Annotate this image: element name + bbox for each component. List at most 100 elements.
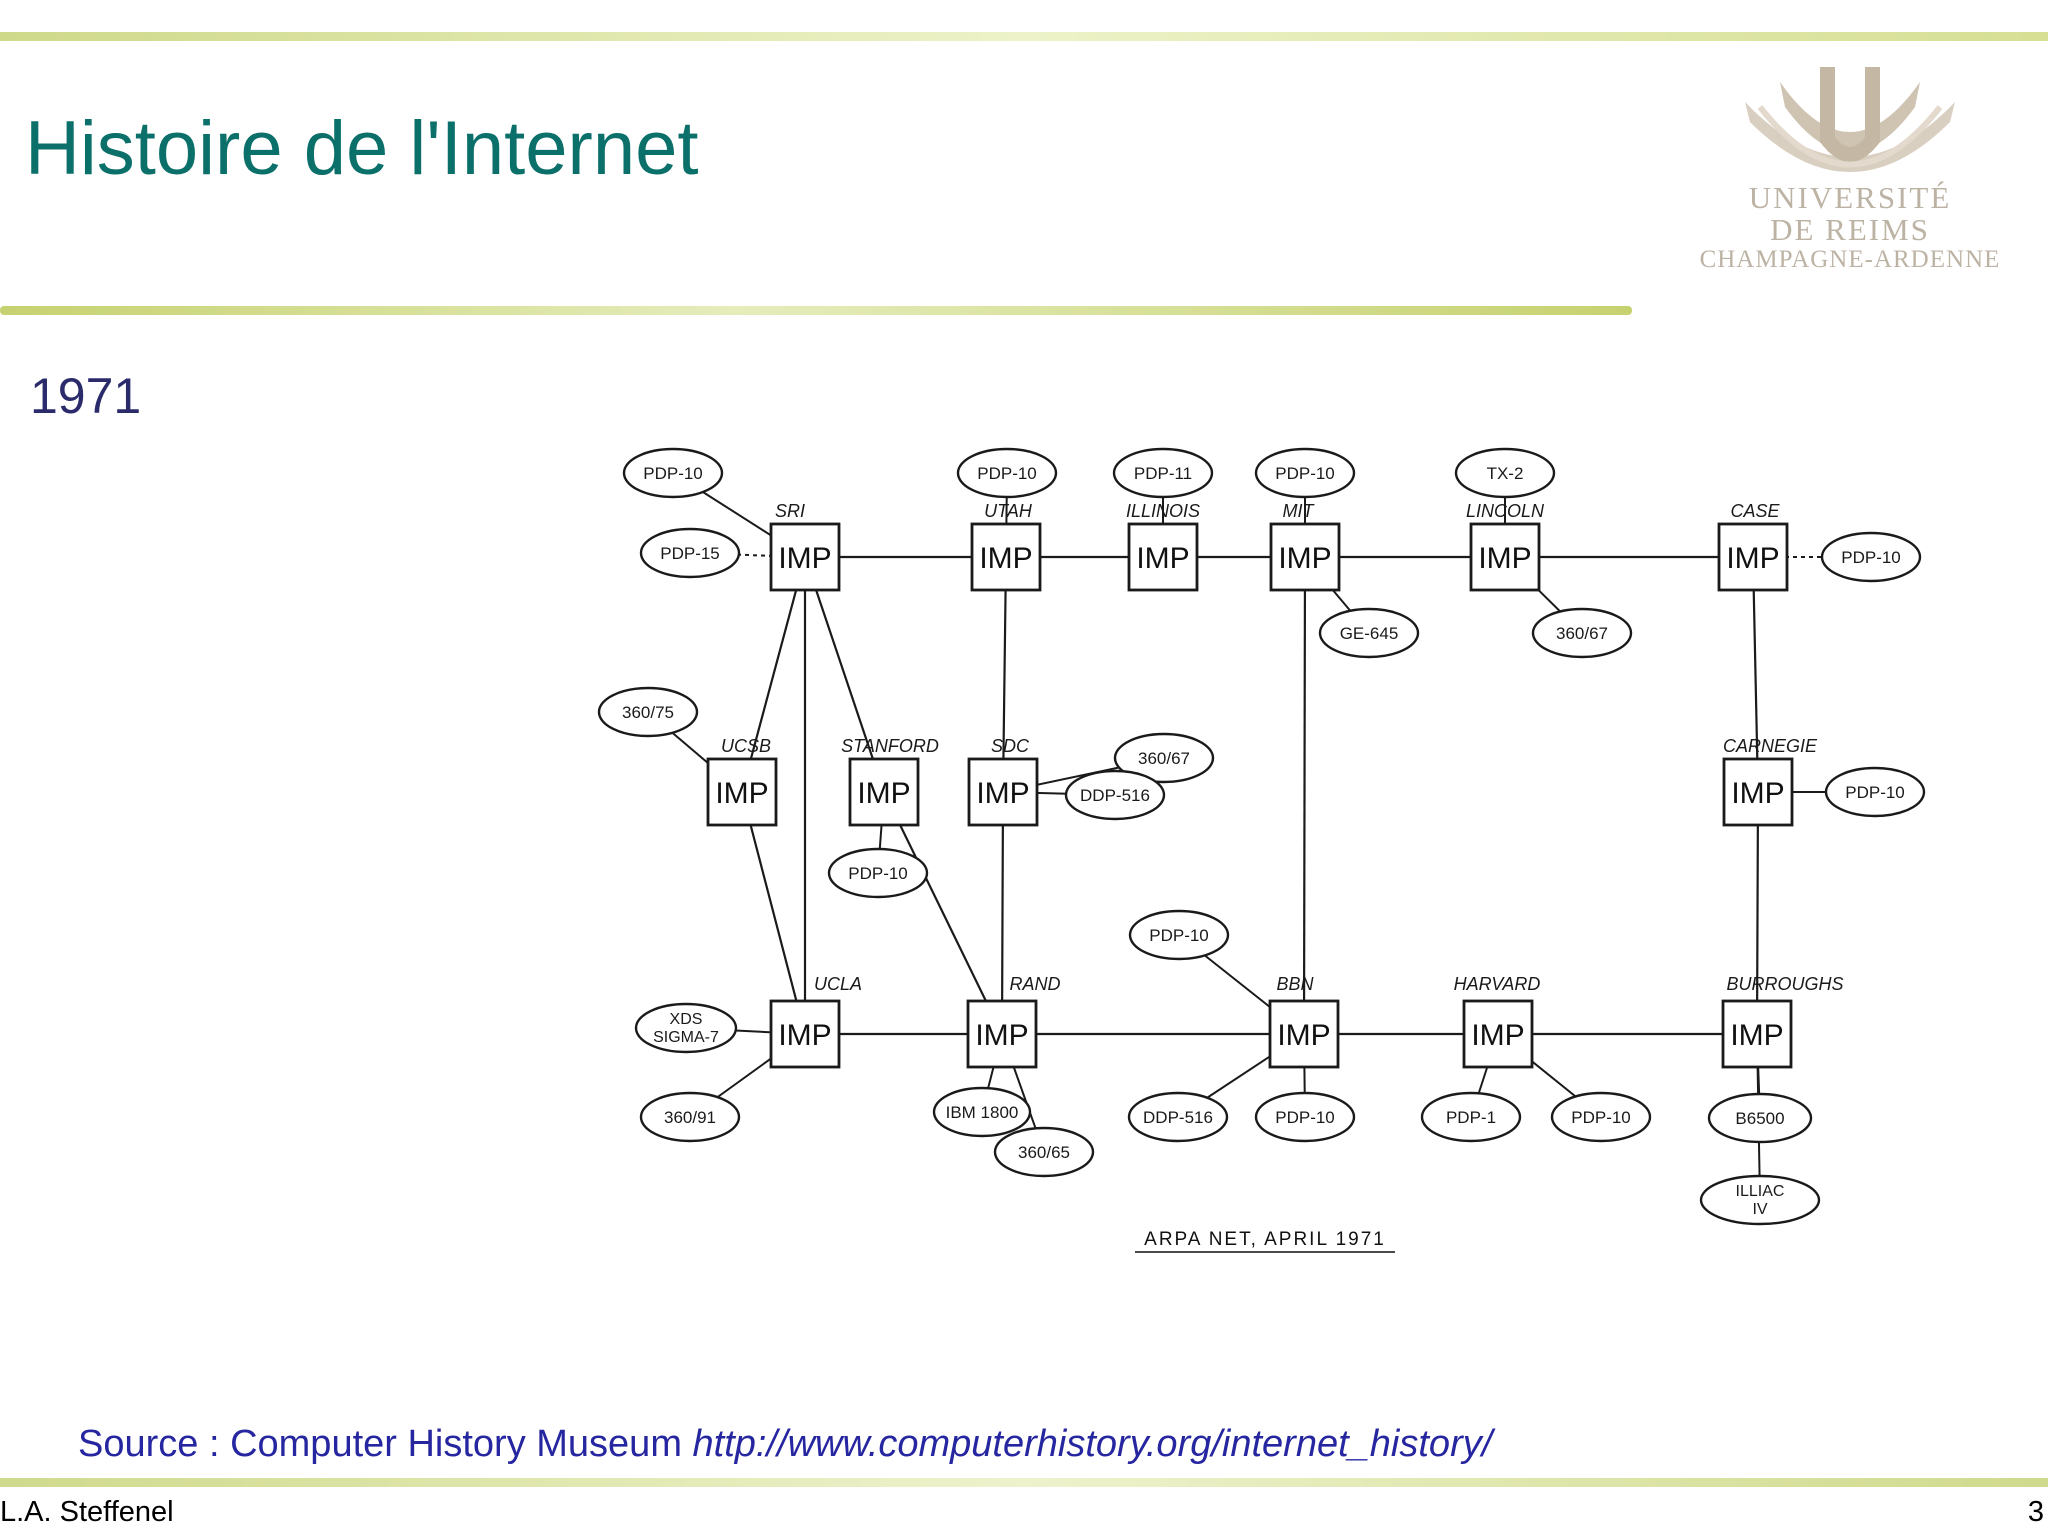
- imp-box: [970, 522, 1042, 592]
- imp-label: IMP: [1730, 1019, 1783, 1052]
- host-harvard-1: PDP-10: [1550, 1091, 1652, 1143]
- imp-label: IMP: [979, 542, 1032, 575]
- imp-sri: IMP: [769, 522, 841, 592]
- imp-box: [706, 757, 778, 827]
- host-illinois-0: PDP-11: [1112, 447, 1214, 499]
- source-url-link[interactable]: http://www.computerhistory.org/internet_…: [692, 1423, 1493, 1465]
- title-underline-bar: [0, 306, 1632, 315]
- host-label: IBM 1800: [946, 1103, 1019, 1122]
- host-mit-1: GE-645: [1318, 607, 1420, 659]
- host-burroughs-0: B6500: [1707, 1092, 1813, 1144]
- host-label: GE-645: [1340, 624, 1399, 643]
- logo-emblem-icon: [1745, 67, 1955, 172]
- site-label-harvard: HARVARD: [1454, 974, 1541, 994]
- imp-utah: IMP: [970, 522, 1042, 592]
- site-label-case: CASE: [1730, 501, 1780, 521]
- host-label: 360/67: [1138, 749, 1190, 768]
- host-ellipse: [1254, 1091, 1356, 1143]
- host-ellipse: [1112, 447, 1214, 499]
- imp-label: IMP: [1731, 777, 1784, 810]
- site-label-lincoln: LINCOLN: [1466, 501, 1545, 521]
- host-label: PDP-10: [1275, 464, 1335, 483]
- site-label-stanford: STANFORD: [841, 736, 939, 756]
- imp-sdc: IMP: [967, 757, 1039, 827]
- link-stanford-rand: [883, 791, 1003, 1035]
- year-label: 1971: [30, 368, 142, 424]
- host-label: TX-2: [1487, 464, 1524, 483]
- host-ellipse: [639, 1091, 741, 1143]
- host-sri-1: PDP-15: [639, 527, 741, 579]
- site-label-carnegie: CARNEGIE: [1723, 736, 1818, 756]
- host-bbn-0: PDP-10: [1128, 909, 1230, 961]
- host-harvard-0: PDP-1: [1420, 1091, 1522, 1143]
- university-logo: UNIVERSITÉ DE REIMS CHAMPAGNE-ARDENNE: [1670, 62, 2030, 282]
- source-citation: Source : Computer History Museum http://…: [78, 1423, 1492, 1466]
- host-label-line1: XDS: [670, 1011, 703, 1028]
- host-ellipse: [1113, 732, 1215, 784]
- host-ellipse: [1454, 447, 1556, 499]
- imp-label: IMP: [778, 542, 831, 575]
- host-carnegie-0: PDP-10: [1824, 766, 1926, 818]
- site-label-ucsb: UCSB: [721, 736, 771, 756]
- host-ellipse: [622, 447, 724, 499]
- imp-lincoln: IMP: [1469, 522, 1541, 592]
- imp-box: [1469, 522, 1541, 592]
- imp-harvard: IMP: [1462, 999, 1534, 1069]
- host-ellipse: [1128, 909, 1230, 961]
- link-sri-ucsb: [740, 556, 807, 793]
- host-utah-0: PDP-10: [956, 447, 1058, 499]
- imp-box: [1721, 999, 1793, 1069]
- host-ellipse: [827, 847, 929, 899]
- host-ucla-1: 360/91: [639, 1091, 741, 1143]
- host-label: PDP-1: [1446, 1108, 1496, 1127]
- top-accent-bar: [0, 32, 2048, 41]
- host-label: PDP-10: [1845, 783, 1905, 802]
- slide-title: Histoire de l'Internet: [25, 106, 699, 191]
- host-label: 360/65: [1018, 1143, 1070, 1162]
- host-label-line1: ILLIAC: [1736, 1183, 1785, 1200]
- host-ellipse: [956, 447, 1058, 499]
- host-label: DDP-516: [1143, 1108, 1213, 1127]
- imp-mit: IMP: [1269, 522, 1341, 592]
- site-label-utah: UTAH: [984, 501, 1033, 521]
- imp-label: IMP: [1478, 542, 1531, 575]
- host-ellipse: [993, 1126, 1095, 1178]
- host-ellipse: [597, 686, 699, 738]
- host-ellipse: [1824, 766, 1926, 818]
- link-mit-bbn: [1302, 556, 1307, 1035]
- host-bbn-2: PDP-10: [1254, 1091, 1356, 1143]
- host-sri-0: PDP-10: [622, 447, 724, 499]
- host-rand-1: 360/65: [993, 1126, 1095, 1178]
- host-ellipse: [1531, 607, 1633, 659]
- links-layer: [740, 555, 1760, 1036]
- imp-label: IMP: [778, 1019, 831, 1052]
- imp-box: [966, 999, 1038, 1069]
- link-carnegie-burroughs: [1755, 791, 1760, 1035]
- host-label: 360/75: [622, 703, 674, 722]
- link-sdc-rand: [1000, 791, 1005, 1035]
- link-sri-stanford: [803, 556, 886, 793]
- host-label-line2: IV: [1752, 1201, 1767, 1218]
- host-ellipse: [1254, 447, 1356, 499]
- host-lincoln-1: 360/67: [1531, 607, 1633, 659]
- site-label-bbn: BBN: [1276, 974, 1314, 994]
- host-label: 360/67: [1556, 624, 1608, 643]
- imp-label: IMP: [715, 777, 768, 810]
- imp-box: [769, 999, 841, 1069]
- page-number: 3: [2027, 1496, 2044, 1528]
- host-label: PDP-10: [977, 464, 1037, 483]
- site-label-burroughs: BURROUGHS: [1726, 974, 1843, 994]
- imp-ucla: IMP: [769, 999, 841, 1069]
- host-ellipse: [634, 1002, 738, 1054]
- link-case-carnegie: [1751, 556, 1760, 793]
- logo-text-line1: UNIVERSITÉ: [1748, 180, 1952, 215]
- host-label: PDP-10: [848, 864, 908, 883]
- imp-label: IMP: [1136, 542, 1189, 575]
- imp-box: [967, 757, 1039, 827]
- imp-ucsb: IMP: [706, 757, 778, 827]
